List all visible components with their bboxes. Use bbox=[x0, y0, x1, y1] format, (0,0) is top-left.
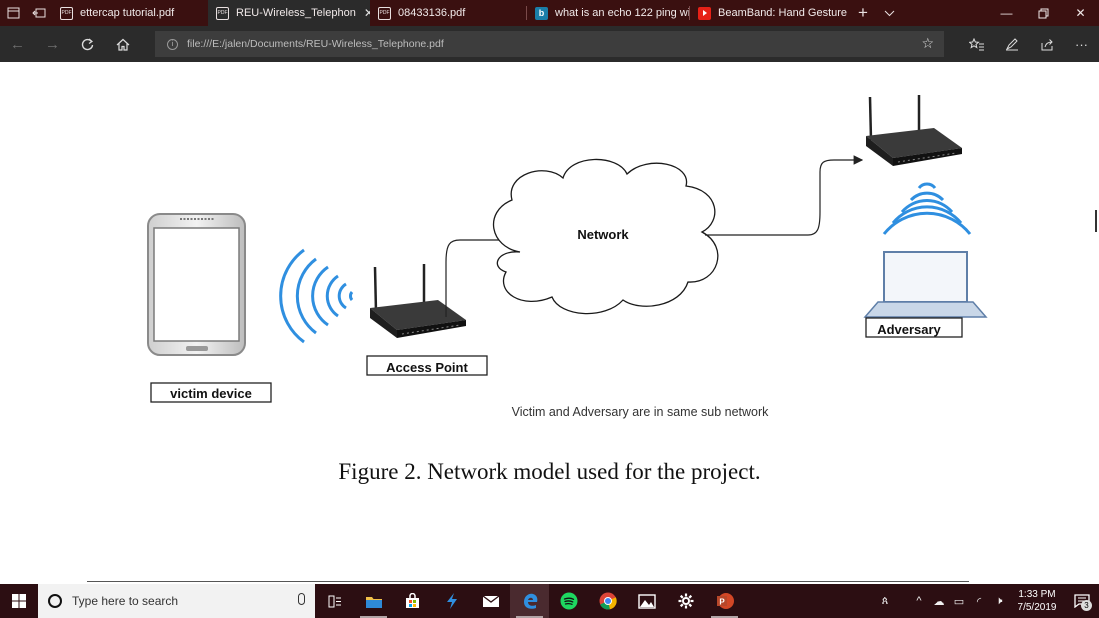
taskbar-search-input[interactable]: Type here to search bbox=[38, 584, 315, 618]
router-icon bbox=[370, 264, 466, 338]
restore-button[interactable] bbox=[1025, 0, 1062, 26]
adversary-label: Adversary bbox=[877, 322, 941, 337]
wifi-signal-icon bbox=[884, 184, 970, 234]
new-tab-button[interactable]: + bbox=[850, 0, 876, 26]
tab-strip: PDF ettercap tutorial.pdf PDF REU-Wirele… bbox=[0, 0, 1099, 26]
clock[interactable]: 1:33 PM 7/5/2019 bbox=[1009, 588, 1065, 614]
youtube-icon bbox=[698, 7, 711, 20]
microphone-icon[interactable] bbox=[298, 593, 305, 605]
tab-title: what is an echo 122 ping wi bbox=[555, 7, 689, 19]
windows-start-icon[interactable] bbox=[0, 584, 38, 618]
connector-network-to-adversary bbox=[705, 160, 862, 235]
svg-text:P: P bbox=[719, 598, 725, 607]
share-icon[interactable] bbox=[1029, 26, 1064, 62]
onedrive-cloud-icon[interactable]: ☁ bbox=[929, 595, 949, 608]
tab-title: REU-Wireless_Telephon bbox=[236, 7, 356, 19]
mail-icon[interactable] bbox=[471, 584, 510, 618]
tab-beamband[interactable]: BeamBand: Hand Gesture S bbox=[690, 0, 850, 26]
phone-icon bbox=[148, 214, 245, 355]
bing-icon: b bbox=[535, 7, 548, 20]
pdf-icon: PDF bbox=[216, 7, 229, 20]
chrome-icon[interactable] bbox=[588, 584, 627, 618]
notification-count-badge: 3 bbox=[1081, 600, 1092, 611]
favorites-list-icon[interactable] bbox=[959, 26, 994, 62]
spotify-icon[interactable] bbox=[549, 584, 588, 618]
network-model-figure: Network victim device Access Point Adver… bbox=[0, 62, 1099, 462]
favorite-star-icon[interactable]: ☆ bbox=[921, 35, 934, 52]
more-options-icon[interactable]: ··· bbox=[1064, 26, 1099, 62]
photos-icon[interactable] bbox=[627, 584, 666, 618]
pdf-icon: PDF bbox=[60, 7, 73, 20]
tab-ettercap[interactable]: PDF ettercap tutorial.pdf bbox=[52, 0, 208, 26]
tab-title: 08433136.pdf bbox=[398, 7, 465, 19]
people-icon[interactable]: ጰ bbox=[875, 595, 895, 608]
search-placeholder: Type here to search bbox=[72, 594, 178, 608]
powerpoint-icon[interactable]: P bbox=[705, 584, 744, 618]
cortana-icon bbox=[48, 594, 62, 608]
file-explorer-icon[interactable] bbox=[354, 584, 393, 618]
router-icon bbox=[866, 95, 962, 166]
scrollbar[interactable] bbox=[1095, 210, 1097, 232]
action-center-icon[interactable]: 3 bbox=[1065, 584, 1099, 618]
laptop-icon bbox=[865, 252, 986, 317]
address-url: file:///E:/jalen/Documents/REU-Wireless_… bbox=[187, 38, 444, 50]
network-label: Network bbox=[577, 227, 629, 242]
minimize-button[interactable]: — bbox=[988, 0, 1025, 26]
add-notes-pen-icon[interactable] bbox=[994, 26, 1029, 62]
refresh-icon[interactable] bbox=[70, 26, 105, 62]
forward-arrow-icon[interactable]: → bbox=[35, 26, 70, 62]
tab-manager-icon[interactable] bbox=[0, 0, 26, 26]
clock-time: 1:33 PM bbox=[1009, 588, 1065, 601]
edge-browser-icon[interactable] bbox=[510, 584, 549, 618]
home-icon[interactable] bbox=[105, 26, 140, 62]
tab-title: ettercap tutorial.pdf bbox=[80, 7, 174, 19]
figure-caption: Figure 2. Network model used for the pro… bbox=[0, 459, 1099, 485]
show-hidden-icons-chevron-icon[interactable]: ^ bbox=[909, 595, 929, 607]
tab-bing-search[interactable]: b what is an echo 122 ping wi bbox=[527, 0, 689, 26]
wifi-signal-icon bbox=[281, 250, 352, 342]
close-window-button[interactable]: ✕ bbox=[1062, 0, 1099, 26]
volume-muted-icon[interactable]: 🕨 bbox=[989, 595, 1009, 608]
system-tray: ጰ ^ ☁ ▭ ◜ 🕨 1:33 PM 7/5/2019 3 bbox=[875, 584, 1099, 618]
microsoft-store-icon[interactable] bbox=[393, 584, 432, 618]
battery-icon[interactable]: ▭ bbox=[949, 595, 969, 608]
address-bar[interactable]: i file:///E:/jalen/Documents/REU-Wireles… bbox=[155, 31, 944, 57]
wifi-icon[interactable]: ◜ bbox=[969, 595, 989, 608]
task-view-icon[interactable] bbox=[315, 584, 354, 618]
tab-reu-wireless[interactable]: PDF REU-Wireless_Telephon ✕ bbox=[208, 0, 370, 26]
tab-title: BeamBand: Hand Gesture S bbox=[718, 7, 850, 19]
set-tabs-aside-icon[interactable] bbox=[26, 0, 52, 26]
access-point-label: Access Point bbox=[386, 360, 468, 375]
back-arrow-icon[interactable]: ← bbox=[0, 26, 35, 62]
navigation-bar: ← → i file:///E:/jalen/Documents/REU-Wir… bbox=[0, 26, 1099, 62]
taskbar: Type here to search P ጰ ^ ☁ ▭ ◜ 🕨 bbox=[0, 584, 1099, 618]
pdf-viewer: Network victim device Access Point Adver… bbox=[0, 62, 1099, 584]
page-divider bbox=[87, 581, 969, 582]
clock-date: 7/5/2019 bbox=[1009, 601, 1065, 614]
subnetwork-note: Victim and Adversary are in same sub net… bbox=[512, 405, 770, 419]
visual-studio-code-icon[interactable] bbox=[432, 584, 471, 618]
tab-08433136[interactable]: PDF 08433136.pdf bbox=[370, 0, 526, 26]
settings-gear-icon[interactable] bbox=[666, 584, 705, 618]
pdf-icon: PDF bbox=[378, 7, 391, 20]
tab-preview-chevron-icon[interactable] bbox=[876, 0, 902, 26]
info-icon[interactable]: i bbox=[167, 39, 178, 50]
victim-device-label: victim device bbox=[170, 386, 252, 401]
